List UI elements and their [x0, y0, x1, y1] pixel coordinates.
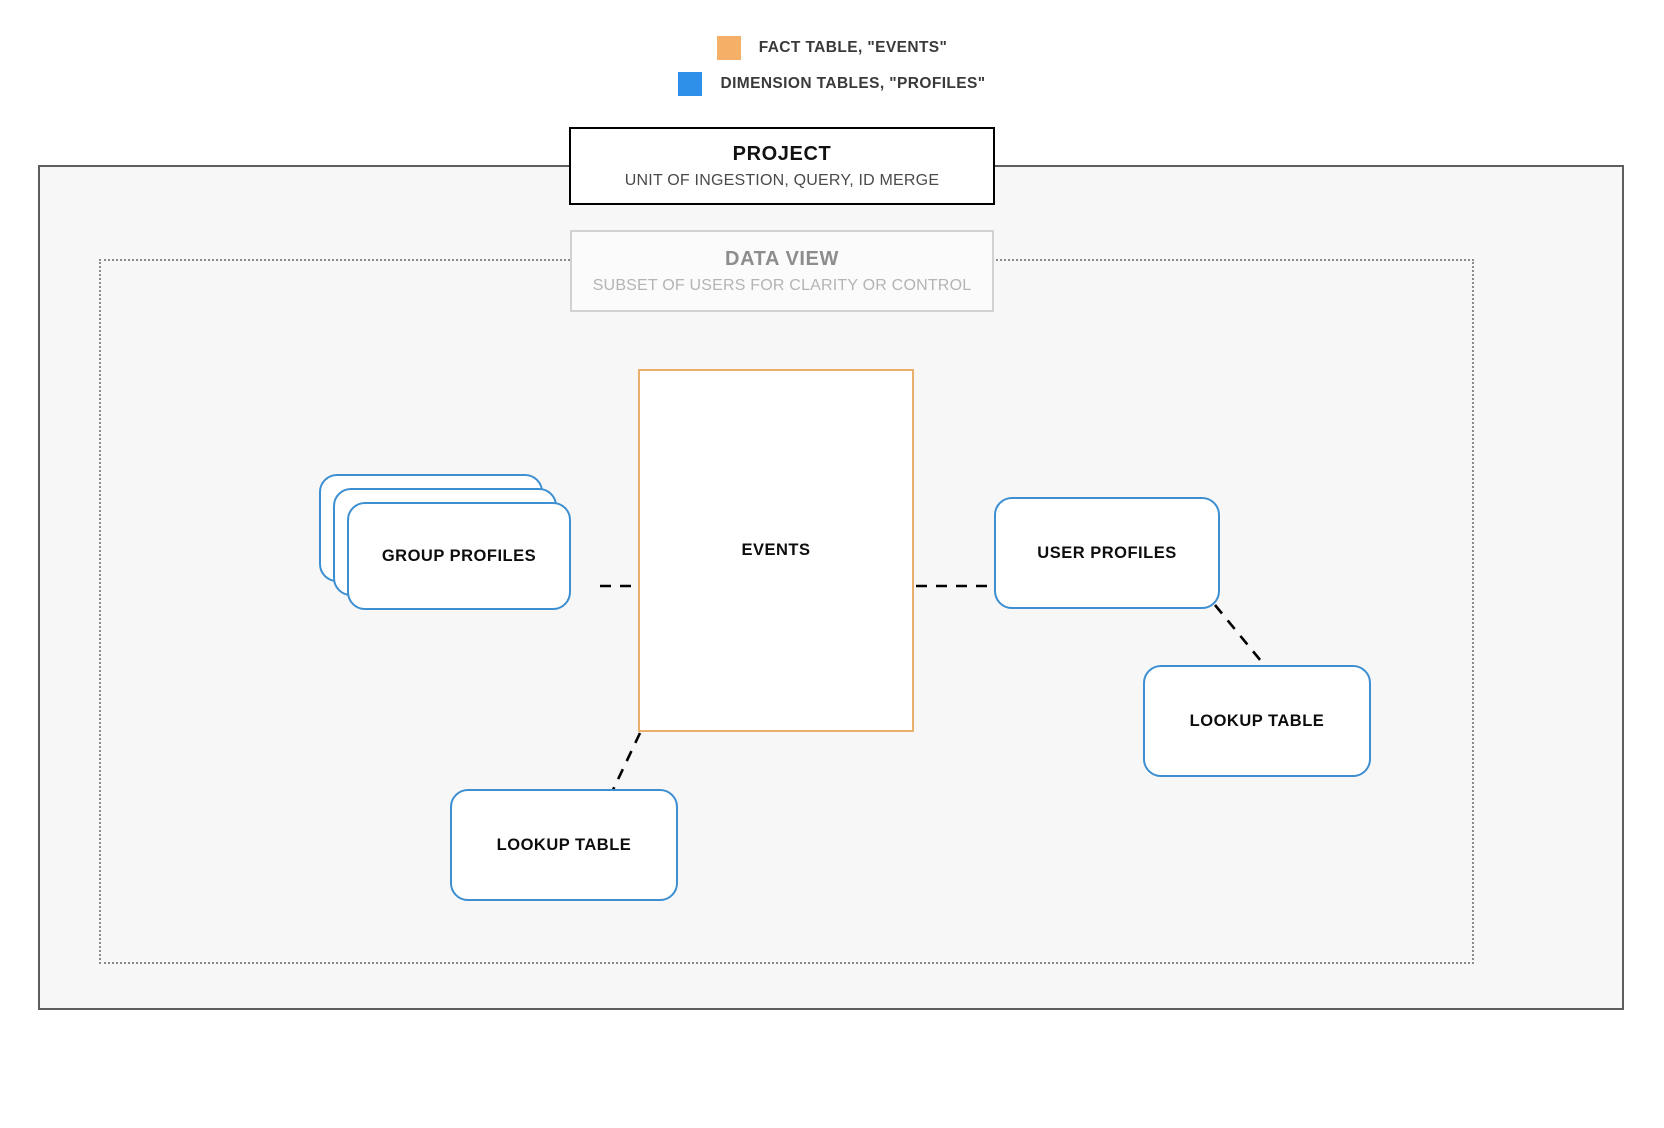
project-header-box: PROJECT UNIT OF INGESTION, QUERY, ID MER… — [569, 127, 995, 205]
lookup-table-left-label: LOOKUP TABLE — [496, 835, 632, 854]
project-subtitle: UNIT OF INGESTION, QUERY, ID MERGE — [624, 171, 940, 189]
project-title: PROJECT — [732, 142, 832, 165]
events-label: EVENTS — [741, 541, 811, 559]
legend: FACT TABLE, "EVENTS" DIMENSION TABLES, "… — [0, 30, 1664, 102]
data-view-subtitle: SUBSET OF USERS FOR CLARITY OR CONTROL — [592, 276, 972, 294]
group-profiles-card-front[interactable]: GROUP PROFILES — [347, 502, 571, 610]
lookup-table-right-label: LOOKUP TABLE — [1189, 711, 1325, 730]
dimension-tables-swatch-icon — [678, 72, 703, 96]
legend-label-dimension-tables: DIMENSION TABLES, "PROFILES" — [720, 75, 986, 92]
lookup-table-left-box[interactable]: LOOKUP TABLE — [450, 789, 678, 901]
legend-item-dimension-tables: DIMENSION TABLES, "PROFILES" — [0, 66, 1664, 102]
user-profiles-label: USER PROFILES — [1037, 543, 1177, 562]
events-fact-table-box[interactable]: EVENTS — [638, 369, 914, 732]
group-profiles-label: GROUP PROFILES — [381, 546, 537, 565]
legend-item-fact-table: FACT TABLE, "EVENTS" — [0, 30, 1664, 66]
group-profiles-stack[interactable]: GROUP PROFILES — [319, 474, 571, 610]
user-profiles-box[interactable]: USER PROFILES — [994, 497, 1220, 609]
lookup-table-right-box[interactable]: LOOKUP TABLE — [1143, 665, 1371, 777]
legend-label-fact-table: FACT TABLE, "EVENTS" — [758, 39, 948, 56]
fact-table-swatch-icon — [716, 36, 741, 60]
data-view-title: DATA VIEW — [725, 247, 839, 270]
data-view-header-box: DATA VIEW SUBSET OF USERS FOR CLARITY OR… — [570, 230, 994, 312]
